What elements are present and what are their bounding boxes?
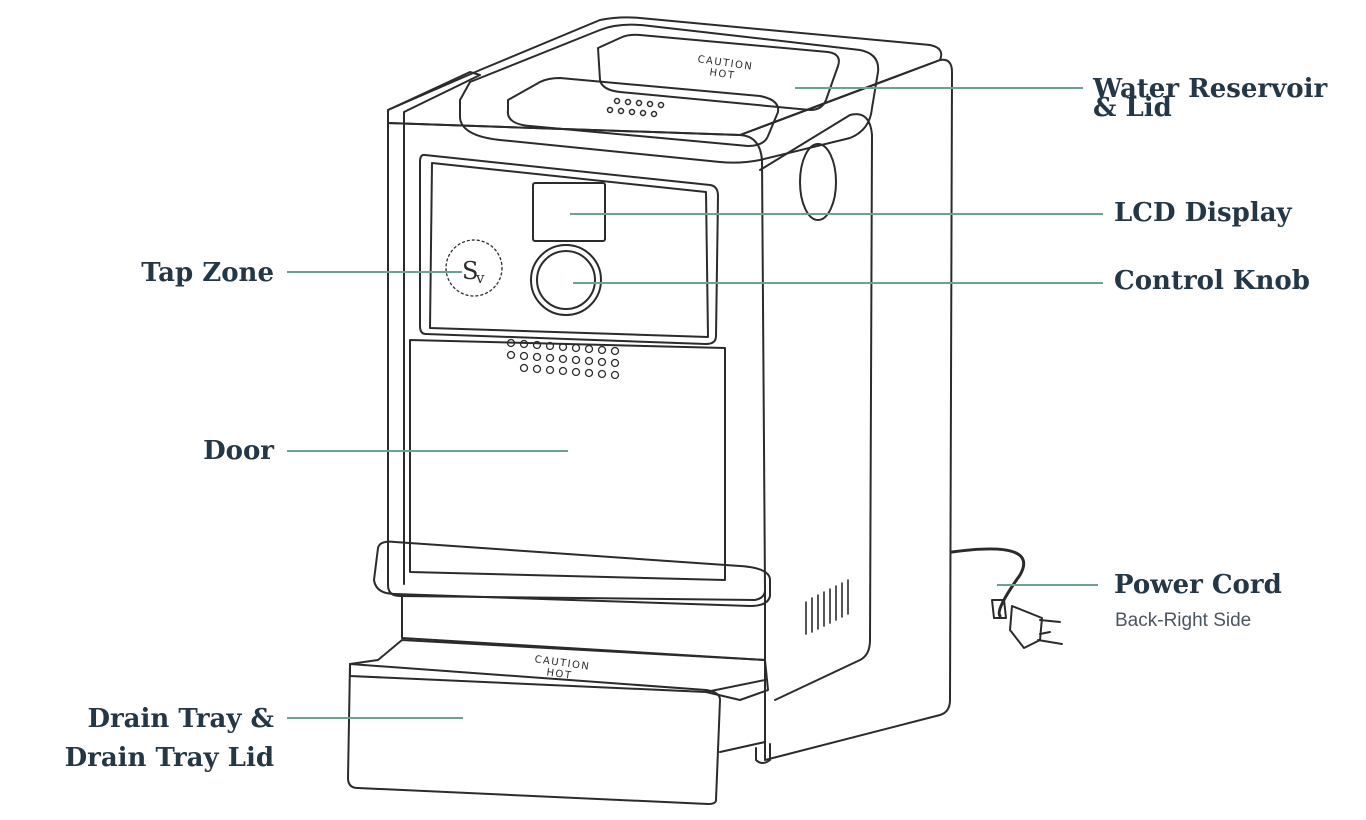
rear-vent-slats xyxy=(805,579,849,635)
tap-zone-logo-letter: S xyxy=(462,257,478,285)
device-side-panel xyxy=(739,58,953,761)
power-plug xyxy=(1009,605,1043,649)
power-cord-strain xyxy=(991,599,1007,619)
drain-tray xyxy=(347,663,721,805)
device-foot xyxy=(755,743,771,764)
power-cord xyxy=(950,547,1026,618)
device-left-rail xyxy=(387,71,481,585)
lid-vent-dots xyxy=(606,97,665,118)
label-drain-tray-line1: Drain Tray & xyxy=(87,704,274,734)
drain-tray-side xyxy=(705,679,766,753)
reservoir-hot-text: HOT xyxy=(709,67,736,82)
drain-tray-hot-text: HOT xyxy=(546,667,573,682)
drain-tray-lid xyxy=(349,639,769,701)
tap-zone-logo xyxy=(445,239,503,297)
control-knob xyxy=(530,244,602,316)
reservoir-lid xyxy=(459,23,880,164)
base-lip xyxy=(373,540,771,607)
tap-zone-logo-tail: v xyxy=(475,269,485,287)
device-side-contour xyxy=(759,113,873,701)
plug-prong-1 xyxy=(1039,619,1061,623)
label-tap-zone: Tap Zone xyxy=(141,258,274,288)
speaker-holes xyxy=(506,338,620,380)
label-water-reservoir-line1: Water Reservoir xyxy=(1093,74,1328,104)
door-panel xyxy=(409,339,726,581)
plug-ground-pin xyxy=(1039,631,1051,635)
label-power-cord: Power Cord xyxy=(1114,570,1282,600)
control-panel-inner xyxy=(429,162,709,338)
label-control-knob: Control Knob xyxy=(1114,266,1310,296)
device-front-face xyxy=(387,122,766,601)
label-water-reservoir-line2: & Lid xyxy=(1093,93,1172,123)
plug-prong-2 xyxy=(1037,639,1063,645)
label-door: Door xyxy=(203,436,274,466)
side-sight-window xyxy=(799,143,837,221)
control-panel xyxy=(419,153,719,345)
lid-inner-window xyxy=(506,77,780,147)
label-drain-tray-line2: Drain Tray Lid xyxy=(64,743,274,773)
label-lcd-display: LCD Display xyxy=(1114,198,1292,228)
control-knob-ring xyxy=(536,250,596,310)
reservoir-window xyxy=(597,33,840,111)
lcd-display xyxy=(532,182,606,242)
label-power-cord-sub: Back-Right Side xyxy=(1115,610,1252,631)
device-top-surface xyxy=(387,16,943,136)
